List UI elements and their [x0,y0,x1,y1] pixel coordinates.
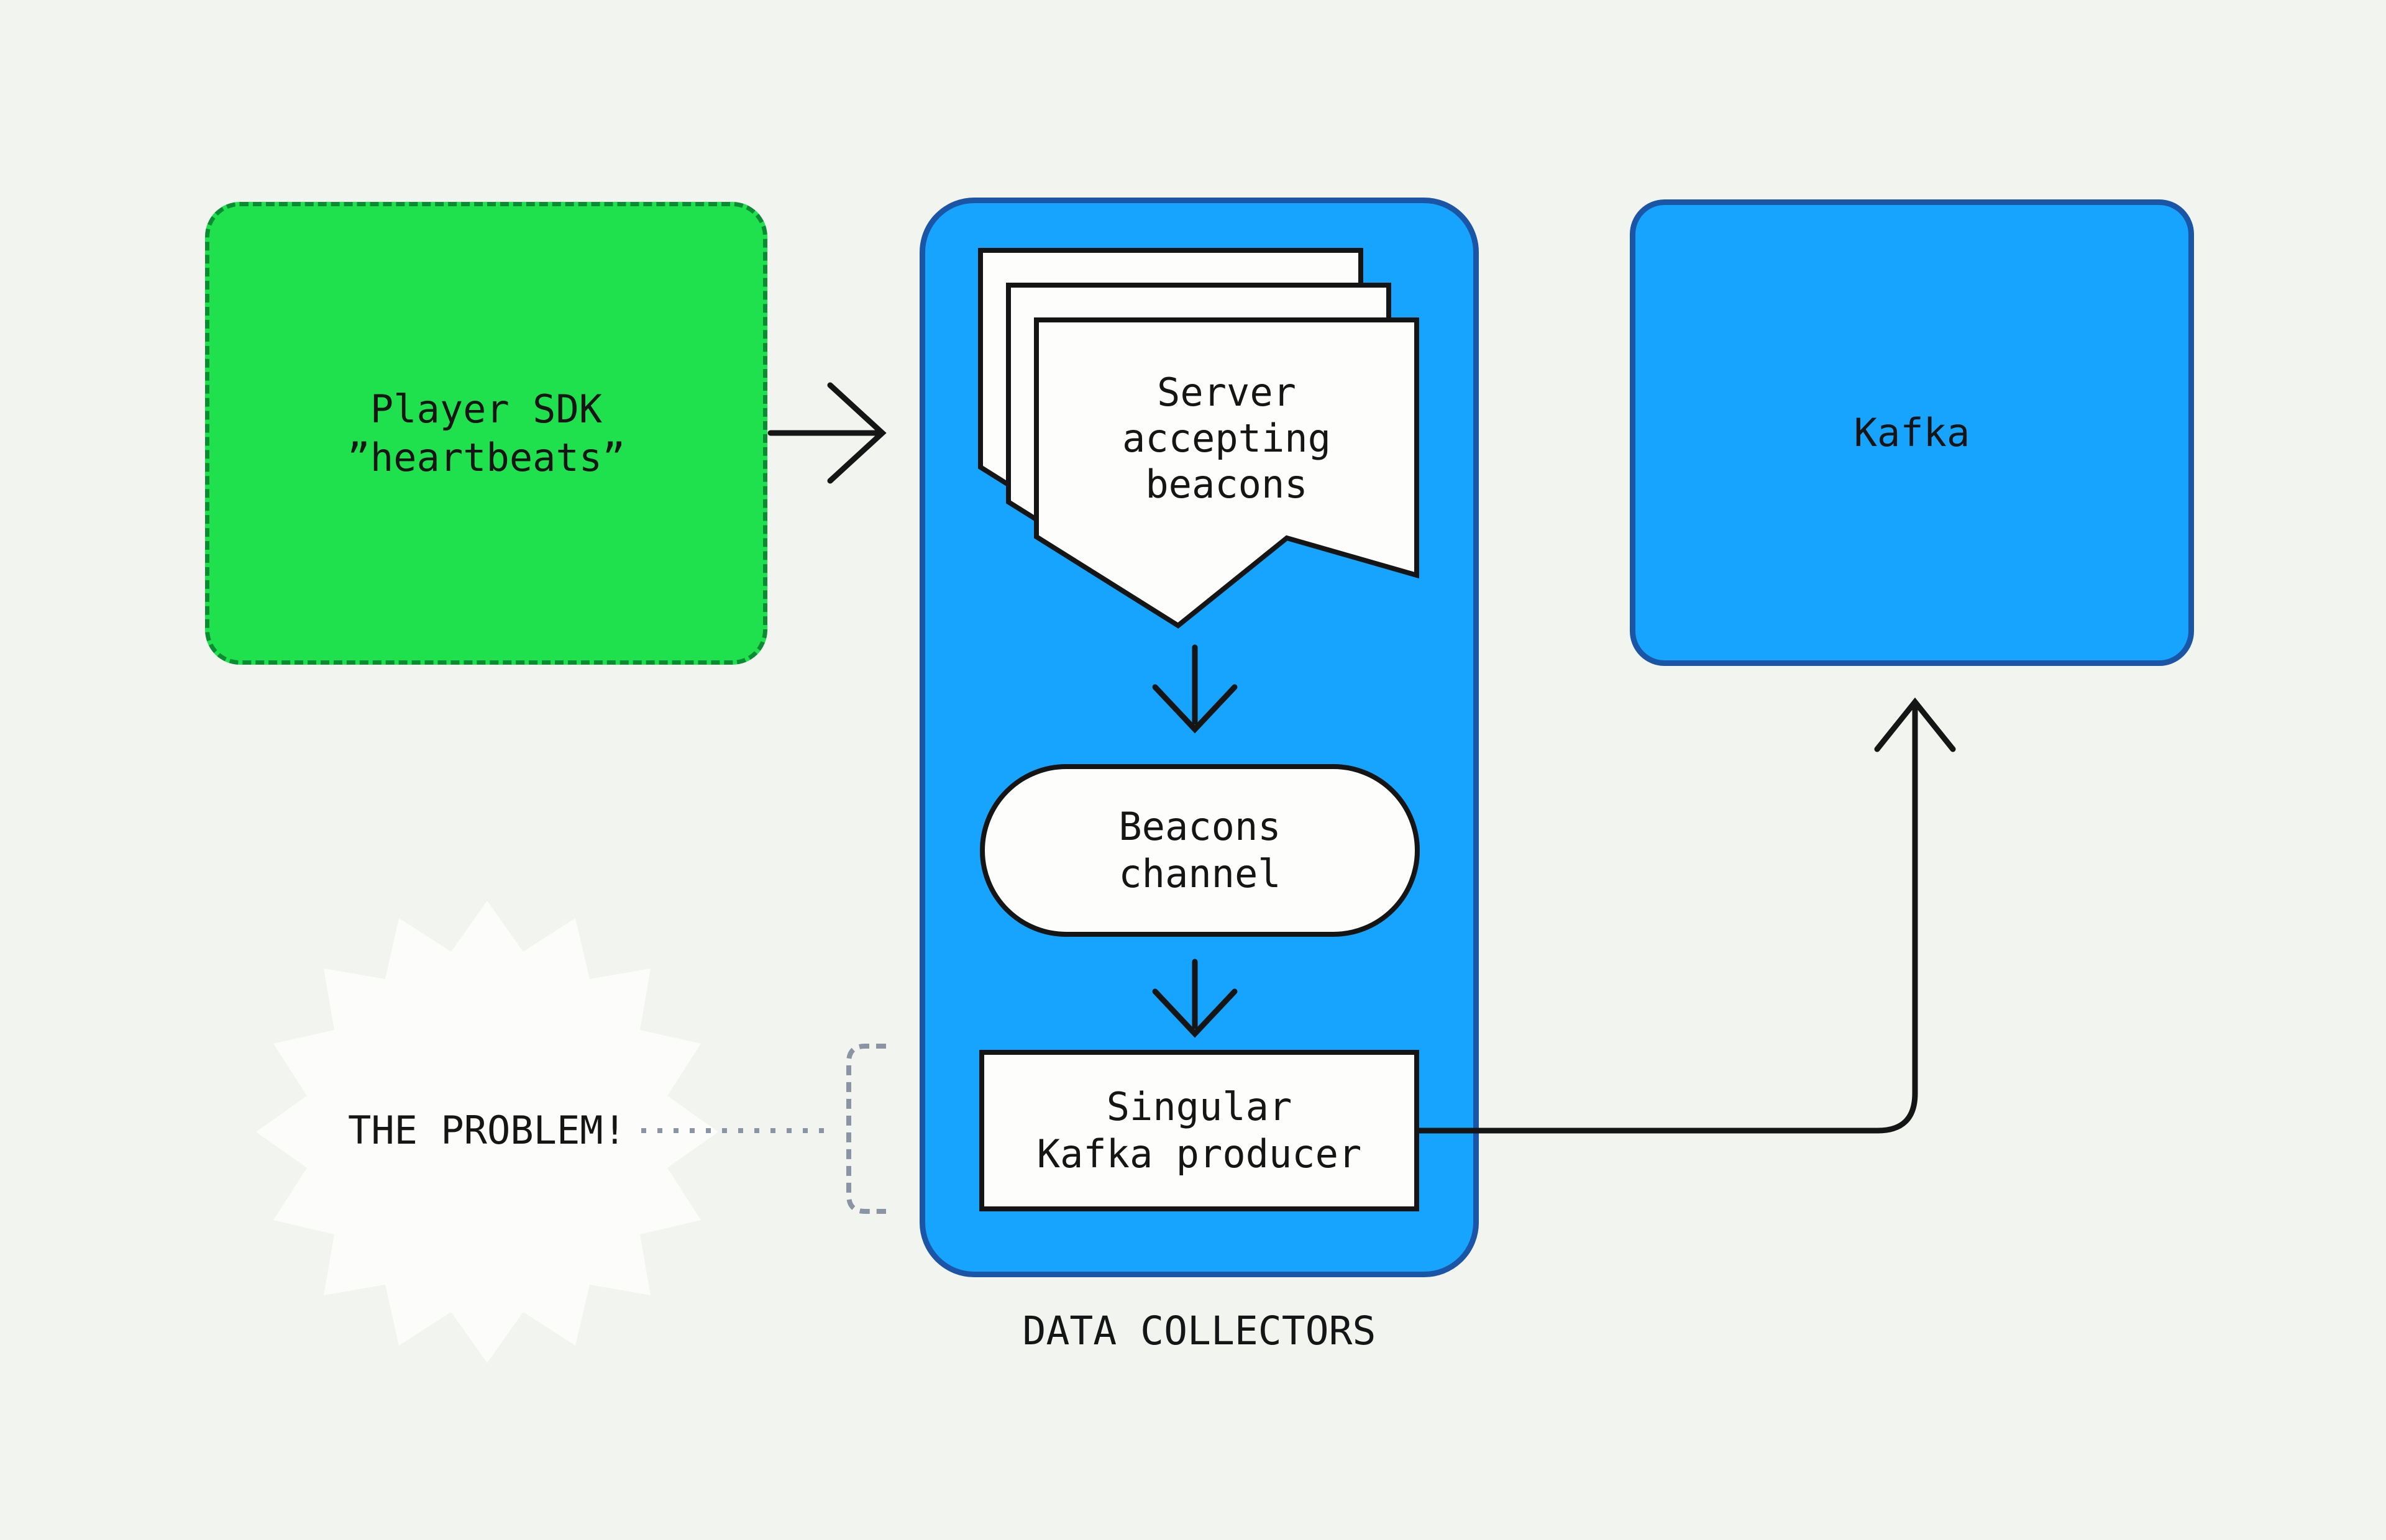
beacons-channel-label-line2: channel [1118,851,1281,896]
bracket-icon [846,1044,886,1214]
server-beacons-label-line1: Server [1157,370,1296,415]
kafka-node: Kafka [1630,199,2194,666]
server-beacons-label-line3: beacons [1145,462,1308,507]
player-sdk-node: Player SDK ”heartbeats” [205,202,767,665]
player-sdk-label-line2: ”heartbeats” [347,434,626,480]
beacons-channel-label-line1: Beacons [1118,804,1281,849]
kafka-producer-node: Singular Kafka producer [979,1050,1419,1211]
arrow-up-icon [1874,697,1956,752]
beacons-channel-node: Beacons channel [980,764,1420,937]
producer-to-kafka-connector [1416,697,1956,1134]
server-beacons-label-line2: accepting [1122,416,1331,461]
kafka-producer-label-line1: Singular [1106,1084,1292,1129]
problem-label: THE PROBLEM! [348,1108,626,1153]
server-beacons-node: Server accepting beacons [1036,320,1417,626]
kafka-producer-label-line2: Kafka producer [1036,1131,1362,1177]
kafka-label: Kafka [1853,409,1970,455]
arrow-right-icon [767,382,887,484]
data-collectors-label: DATA COLLECTORS [1022,1308,1376,1354]
player-sdk-label-line1: Player SDK [370,386,603,432]
